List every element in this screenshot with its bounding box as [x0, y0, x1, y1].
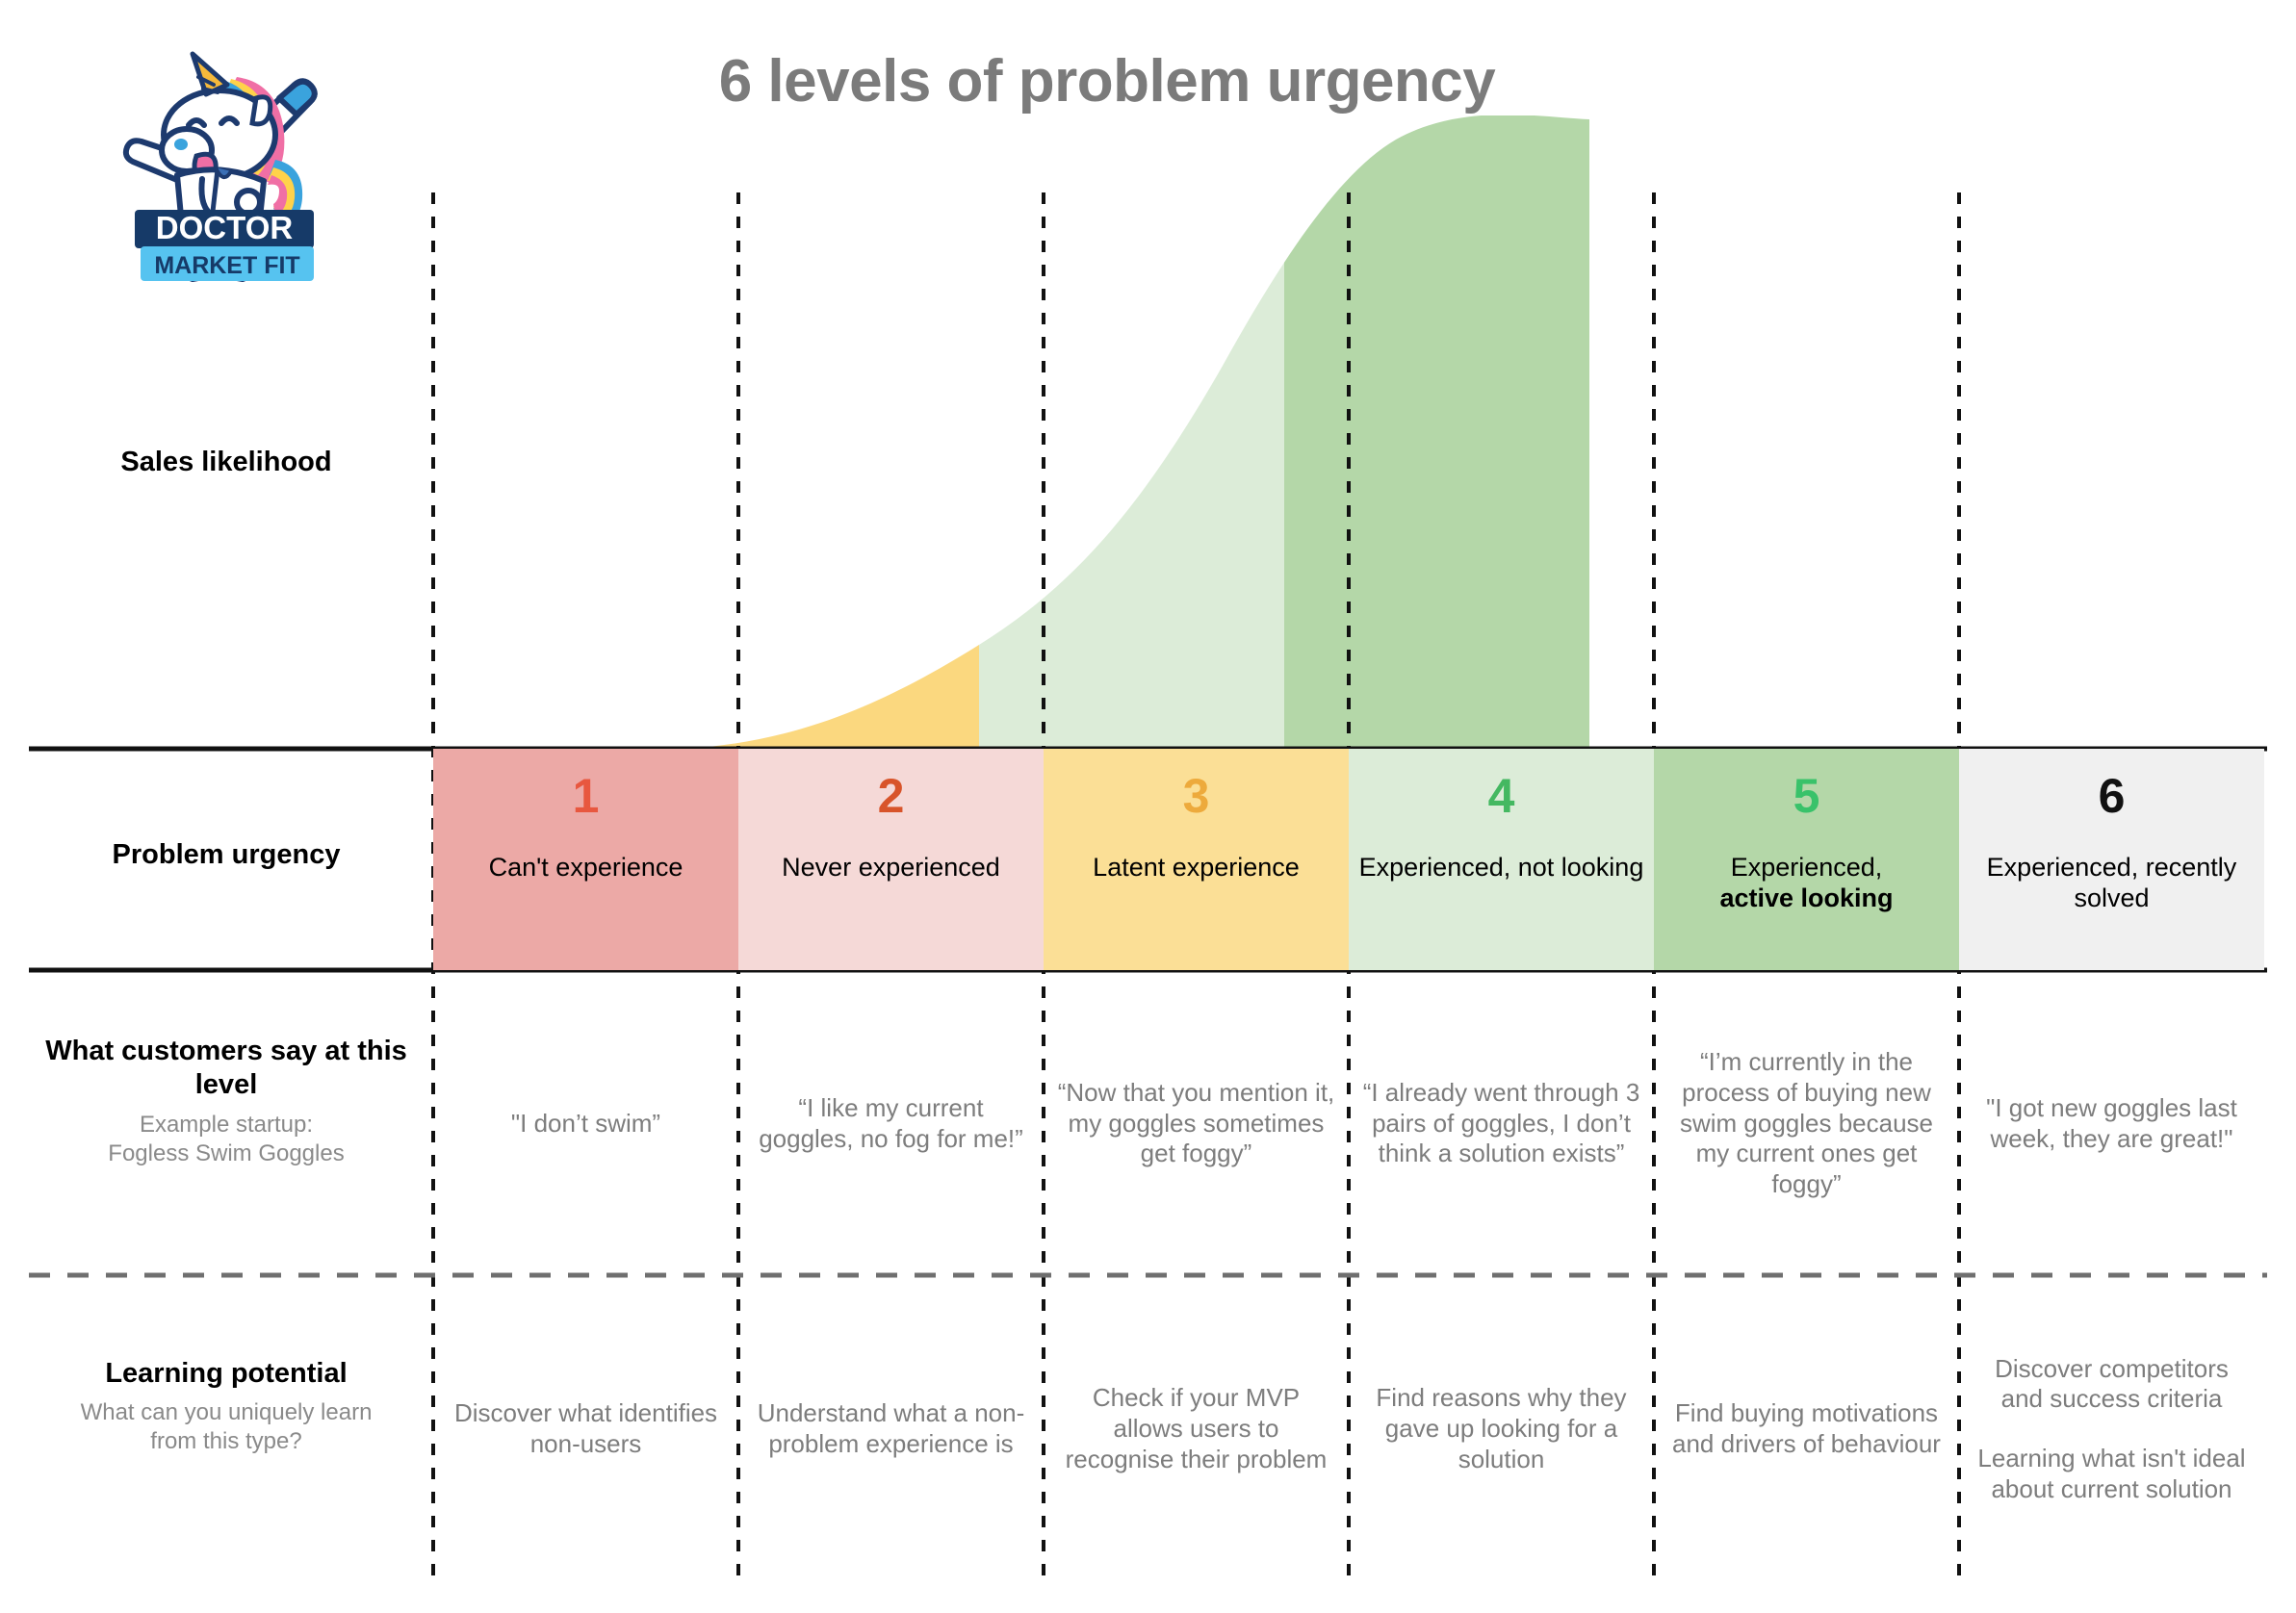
row-label-customer-quotes: What customers say at this level Example… — [29, 1035, 424, 1168]
urgency-level-number: 2 — [877, 769, 905, 823]
customer-quote-cell-6: "I got new goggles last week, they are g… — [1959, 972, 2264, 1275]
logo-line1: DOCTOR — [156, 210, 294, 245]
learning-potential-text: Discover what identifies non-users — [453, 1398, 718, 1458]
learning-potential-text: Discover competitors and success criteri… — [1995, 1353, 2229, 1414]
row-label-learning-potential: Learning potential What can you uniquely… — [29, 1357, 424, 1456]
urgency-level-number: 6 — [2098, 769, 2126, 823]
learning-potential-text: Understand what a non-problem experience… — [757, 1398, 1025, 1458]
doctor-market-fit-logo: DOCTOR MARKET FIT — [114, 38, 335, 289]
learning-potential-text: Learning what isn't ideal about current … — [1977, 1444, 2246, 1503]
customer-quote-cell-3: “Now that you mention it, my goggles som… — [1044, 972, 1349, 1275]
customer-quote-cell-2: “I like my current goggles, no fog for m… — [738, 972, 1044, 1275]
row-label-sales-likelihood: Sales likelihood — [29, 446, 424, 479]
row-label-customer-quotes-text: What customers say at this level — [45, 1036, 407, 1101]
urgency-level-name: Experienced, recently solved — [1986, 853, 2237, 912]
customer-quote-text: "I got new goggles last week, they are g… — [1986, 1092, 2237, 1153]
customer-quote-text: “Now that you mention it, my goggles som… — [1057, 1077, 1335, 1168]
customer-quote-cell-5: “I’m currently in the process of buying … — [1654, 972, 1959, 1275]
urgency-level-name-plain: Experienced, — [1730, 853, 1883, 882]
learning-potential-cell-4: Find reasons why they gave up looking fo… — [1349, 1280, 1654, 1578]
customer-quote-text: “I already went through 3 pairs of goggl… — [1362, 1077, 1640, 1168]
learning-potential-cell-1: Discover what identifies non-users — [433, 1280, 738, 1578]
unicorn-illustration — [122, 51, 318, 282]
page-title: 6 levels of problem urgency — [718, 47, 1496, 115]
learning-potential-cell-5: Find buying motivations and drivers of b… — [1654, 1280, 1959, 1578]
learning-potential-cell-3: Check if your MVP allows users to recogn… — [1044, 1280, 1349, 1578]
row-label-learning-potential-text: Learning potential — [105, 1358, 348, 1389]
urgency-level-name: Latent experience — [1093, 853, 1300, 882]
urgency-level-name: Experienced, not looking — [1358, 853, 1644, 882]
learning-potential-text: Find buying motivations and drivers of b… — [1672, 1398, 1941, 1458]
customer-quote-cell-1: "I don’t swim” — [433, 972, 738, 1275]
row-label-learning-sub-line1: What can you uniquely learn — [80, 1399, 373, 1426]
row-label-problem-urgency: Problem urgency — [29, 838, 424, 872]
learning-potential-cell-2: Understand what a non-problem experience… — [738, 1280, 1044, 1578]
row-label-sales-likelihood-text: Sales likelihood — [120, 447, 332, 477]
logo-line2: MARKET FIT — [154, 252, 299, 279]
customer-quote-cell-4: “I already went through 3 pairs of goggl… — [1349, 972, 1654, 1275]
urgency-level-number: 1 — [572, 769, 600, 823]
urgency-level-number: 4 — [1487, 769, 1515, 823]
urgency-level-name: Never experienced — [782, 853, 1000, 882]
learning-potential-text: Check if your MVP allows users to recogn… — [1065, 1383, 1328, 1473]
row-label-example-startup-line2: Fogless Swim Goggles — [108, 1139, 345, 1166]
row-label-example-startup-line1: Example startup: — [139, 1111, 314, 1138]
customer-quote-text: “I like my current goggles, no fog for m… — [759, 1092, 1023, 1153]
customer-quote-text: "I don’t swim” — [510, 1108, 661, 1138]
customer-quote-text: “I’m currently in the process of buying … — [1679, 1047, 1934, 1199]
learning-potential-text: Find reasons why they gave up looking fo… — [1376, 1383, 1627, 1473]
chart-area-curve — [688, 115, 1589, 749]
row-label-problem-urgency-text: Problem urgency — [112, 839, 341, 870]
urgency-level-number: 5 — [1793, 769, 1820, 823]
urgency-level-name: Experienced,active looking — [1660, 853, 1953, 914]
urgency-level-name-emphasis: active looking — [1719, 883, 1894, 912]
row-label-learning-sub-line2: from this type? — [150, 1428, 302, 1455]
urgency-level-name: Can't experience — [488, 853, 684, 882]
urgency-level-number: 3 — [1182, 769, 1210, 823]
logo-wordmark: DOCTOR MARKET FIT — [135, 210, 314, 281]
learning-potential-cell-6: Discover competitors and success criteri… — [1959, 1280, 2264, 1578]
